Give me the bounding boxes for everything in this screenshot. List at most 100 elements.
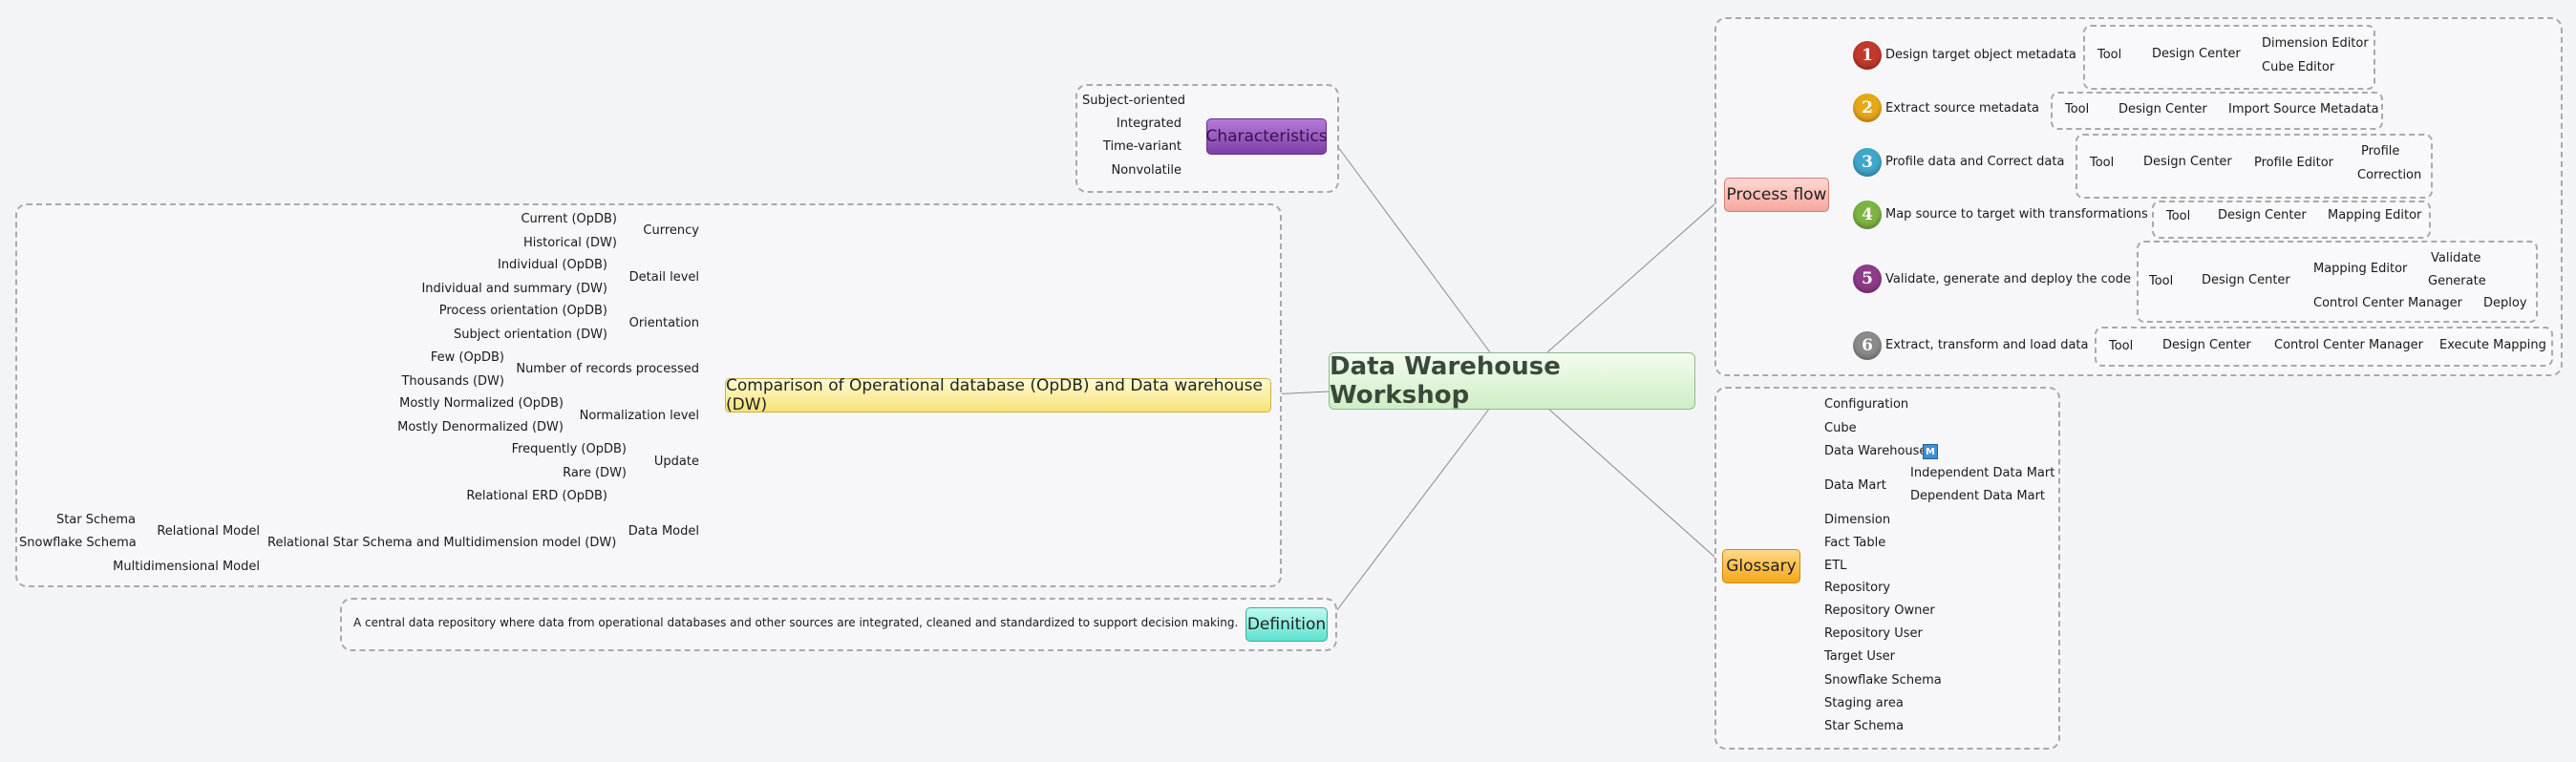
leaf-node[interactable]: Individual and summary (DW)	[421, 282, 607, 296]
glossary-subitem[interactable]: Dependent Data Mart	[1910, 489, 2046, 503]
definition-topic[interactable]: Definition	[1245, 607, 1328, 642]
step-number-icon: 6	[1853, 331, 1882, 360]
design-center-node[interactable]: Design Center	[2143, 155, 2232, 169]
step-label[interactable]: Validate, generate and deploy the code	[1885, 272, 2131, 286]
design-center-node[interactable]: Design Center	[2162, 338, 2251, 352]
execute-mapping-node[interactable]: Execute Mapping	[2439, 338, 2546, 352]
leaf-node[interactable]: Snowflake Schema	[19, 536, 137, 550]
step-label[interactable]: Design target object metadata	[1885, 48, 2076, 62]
correction-node[interactable]: Correction	[2357, 168, 2422, 182]
currency-node[interactable]: Currency	[643, 223, 699, 238]
glossary-topic[interactable]: Glossary	[1722, 549, 1800, 583]
step-label[interactable]: Map source to target with transformation…	[1885, 207, 2148, 222]
glossary-item[interactable]: Repository User	[1824, 626, 1923, 641]
step2-tool-box	[2051, 92, 2383, 130]
glossary-item[interactable]: Data Mart	[1824, 478, 1886, 493]
normalization-node[interactable]: Normalization level	[579, 409, 699, 423]
step1-tool-box	[2083, 25, 2375, 90]
step-number-icon: 1	[1853, 41, 1882, 70]
map-link-icon[interactable]: M	[1923, 444, 1938, 459]
leaf-node[interactable]: Multidimensional Model	[113, 560, 260, 574]
glossary-item[interactable]: Repository Owner	[1824, 603, 1935, 618]
connector	[1546, 407, 1725, 566]
glossary-item[interactable]: Data Warehouse	[1824, 444, 1927, 458]
profile-node[interactable]: Profile	[2361, 144, 2400, 159]
control-center-manager-node[interactable]: Control Center Manager	[2274, 338, 2423, 352]
step5-tool-box	[2137, 241, 2538, 323]
leaf-node[interactable]: Few (OpDB)	[430, 350, 504, 365]
characteristics-topic[interactable]: Characteristics	[1205, 118, 1328, 155]
leaf-node[interactable]: Subject orientation (DW)	[454, 328, 607, 342]
update-node[interactable]: Update	[653, 455, 699, 469]
connector	[1327, 407, 1491, 624]
step-label[interactable]: Extract source metadata	[1885, 101, 2040, 116]
step-label[interactable]: Extract, transform and load data	[1885, 338, 2089, 352]
deploy-node[interactable]: Deploy	[2483, 296, 2527, 310]
characteristic-item[interactable]: Integrated	[1116, 116, 1182, 131]
leaf-node[interactable]: Thousands (DW)	[401, 374, 504, 389]
leaf-node[interactable]: Historical (DW)	[522, 236, 617, 250]
glossary-item[interactable]: Fact Table	[1824, 536, 1886, 550]
mapping-editor-node[interactable]: Mapping Editor	[2313, 262, 2408, 276]
tool-node[interactable]: Tool	[2065, 102, 2090, 116]
process-flow-topic[interactable]: Process flow	[1724, 178, 1829, 212]
leaf-node[interactable]: Star Schema	[55, 513, 136, 527]
step-number-icon: 4	[1853, 201, 1882, 229]
glossary-item[interactable]: Dimension	[1824, 513, 1891, 527]
step6-tool-box	[2095, 327, 2553, 367]
glossary-item[interactable]: Repository	[1824, 581, 1891, 595]
characteristic-item[interactable]: Time-variant	[1102, 139, 1182, 154]
characteristic-item[interactable]: Subject-oriented	[1082, 94, 1186, 108]
step-label[interactable]: Profile data and Correct data	[1885, 155, 2065, 169]
step3-tool-box	[2076, 134, 2433, 199]
relational-model-node[interactable]: Relational Model	[157, 524, 260, 539]
import-source-metadata-node[interactable]: Import Source Metadata	[2228, 102, 2379, 116]
connector	[1546, 195, 1725, 353]
records-node[interactable]: Number of records processed	[516, 362, 699, 376]
design-center-node[interactable]: Design Center	[2202, 273, 2290, 287]
glossary-item[interactable]: Configuration	[1824, 397, 1909, 412]
tool-node[interactable]: Tool	[2166, 209, 2191, 223]
design-center-node[interactable]: Design Center	[2152, 47, 2241, 61]
leaf-node[interactable]: Current (OpDB)	[521, 212, 617, 226]
detail-level-node[interactable]: Detail level	[628, 270, 699, 285]
control-center-manager-node[interactable]: Control Center Manager	[2313, 296, 2462, 310]
mapping-editor-node[interactable]: Mapping Editor	[2328, 208, 2422, 222]
glossary-item[interactable]: Staging area	[1824, 696, 1904, 710]
design-center-node[interactable]: Design Center	[2218, 208, 2307, 222]
leaf-node[interactable]: Mostly Normalized (OpDB)	[399, 396, 564, 411]
leaf-node[interactable]: Relational ERD (OpDB)	[466, 489, 607, 503]
glossary-subitem[interactable]: Independent Data Mart	[1910, 466, 2055, 480]
tool-node[interactable]: Tool	[2090, 156, 2115, 170]
dimension-editor-node[interactable]: Dimension Editor	[2262, 36, 2369, 51]
leaf-node[interactable]: Individual (OpDB)	[497, 258, 607, 272]
definition-text[interactable]: A central data repository where data fro…	[353, 616, 1239, 629]
central-topic[interactable]: Data Warehouse Workshop	[1329, 352, 1695, 410]
relational-star-node[interactable]: Relational Star Schema and Multidimensio…	[267, 536, 617, 550]
design-center-node[interactable]: Design Center	[2118, 102, 2207, 116]
glossary-item[interactable]: Snowflake Schema	[1824, 673, 1942, 688]
leaf-node[interactable]: Process orientation (OpDB)	[438, 304, 607, 318]
tool-node[interactable]: Tool	[2149, 274, 2174, 288]
glossary-item[interactable]: ETL	[1824, 559, 1847, 573]
step-number-icon: 5	[1853, 265, 1882, 293]
leaf-node[interactable]: Mostly Denormalized (DW)	[397, 420, 564, 434]
step-number-icon: 2	[1853, 94, 1882, 122]
validate-node[interactable]: Validate	[2431, 251, 2481, 265]
characteristic-item[interactable]: Nonvolatile	[1111, 163, 1182, 178]
leaf-node[interactable]: Rare (DW)	[563, 466, 627, 480]
glossary-item[interactable]: Star Schema	[1824, 719, 1905, 733]
leaf-node[interactable]: Frequently (OpDB)	[511, 442, 627, 456]
step4-tool-box	[2152, 201, 2431, 239]
tool-node[interactable]: Tool	[2109, 339, 2134, 353]
data-model-node[interactable]: Data Model	[628, 524, 699, 539]
tool-node[interactable]: Tool	[2097, 48, 2122, 62]
orientation-node[interactable]: Orientation	[628, 316, 699, 330]
glossary-item[interactable]: Cube	[1824, 421, 1857, 435]
cube-editor-node[interactable]: Cube Editor	[2262, 60, 2335, 74]
comparison-topic[interactable]: Comparison of Operational database (OpDB…	[725, 376, 1271, 414]
glossary-item[interactable]: Target User	[1824, 649, 1895, 664]
profile-editor-node[interactable]: Profile Editor	[2254, 156, 2334, 170]
generate-node[interactable]: Generate	[2428, 274, 2486, 288]
